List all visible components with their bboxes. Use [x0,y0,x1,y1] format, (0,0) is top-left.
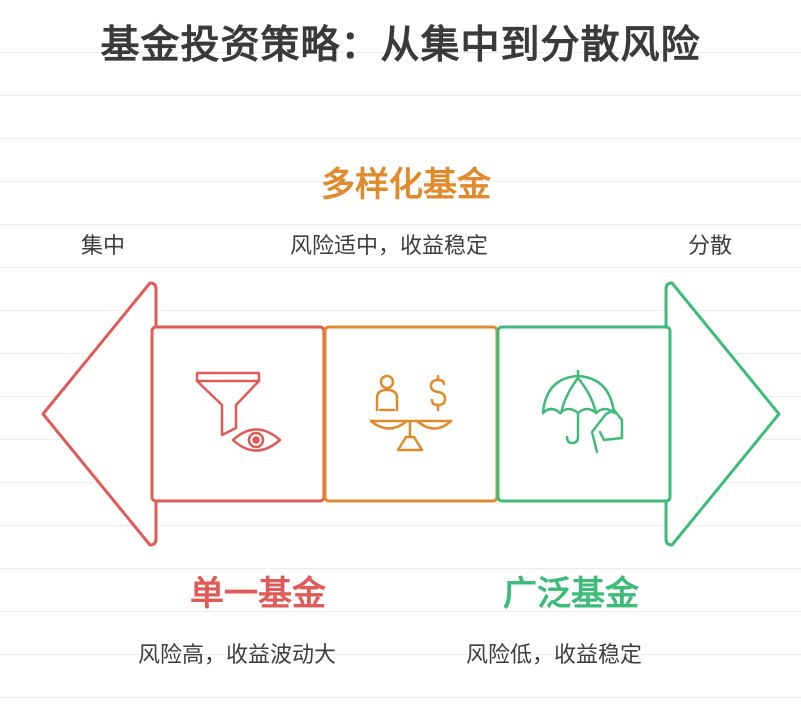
stage-2-description: 风险适中，收益稳定 [290,234,489,259]
stage-2-box [323,325,499,503]
scale-person-dollar-icon [369,374,453,452]
stage-1-box [150,325,326,503]
umbrella-hand-icon [541,369,624,454]
axis-left-label: 集中 [81,234,126,259]
stage-3-title: 广泛基金 [503,574,639,614]
stage-3-description: 风险低，收益稳定 [466,643,643,668]
page-title: 基金投资策略：从集中到分散风险 [100,23,701,68]
stage-3-box [496,325,672,503]
stage-1-description: 风险高，收益波动大 [138,643,337,668]
stage-2-title: 多样化基金 [321,165,491,205]
axis-right-label: 分散 [688,234,733,259]
funnel-eye-icon [195,371,282,452]
stage-1-title: 单一基金 [190,574,326,614]
left-arrow [41,281,158,547]
right-arrow [664,281,781,547]
